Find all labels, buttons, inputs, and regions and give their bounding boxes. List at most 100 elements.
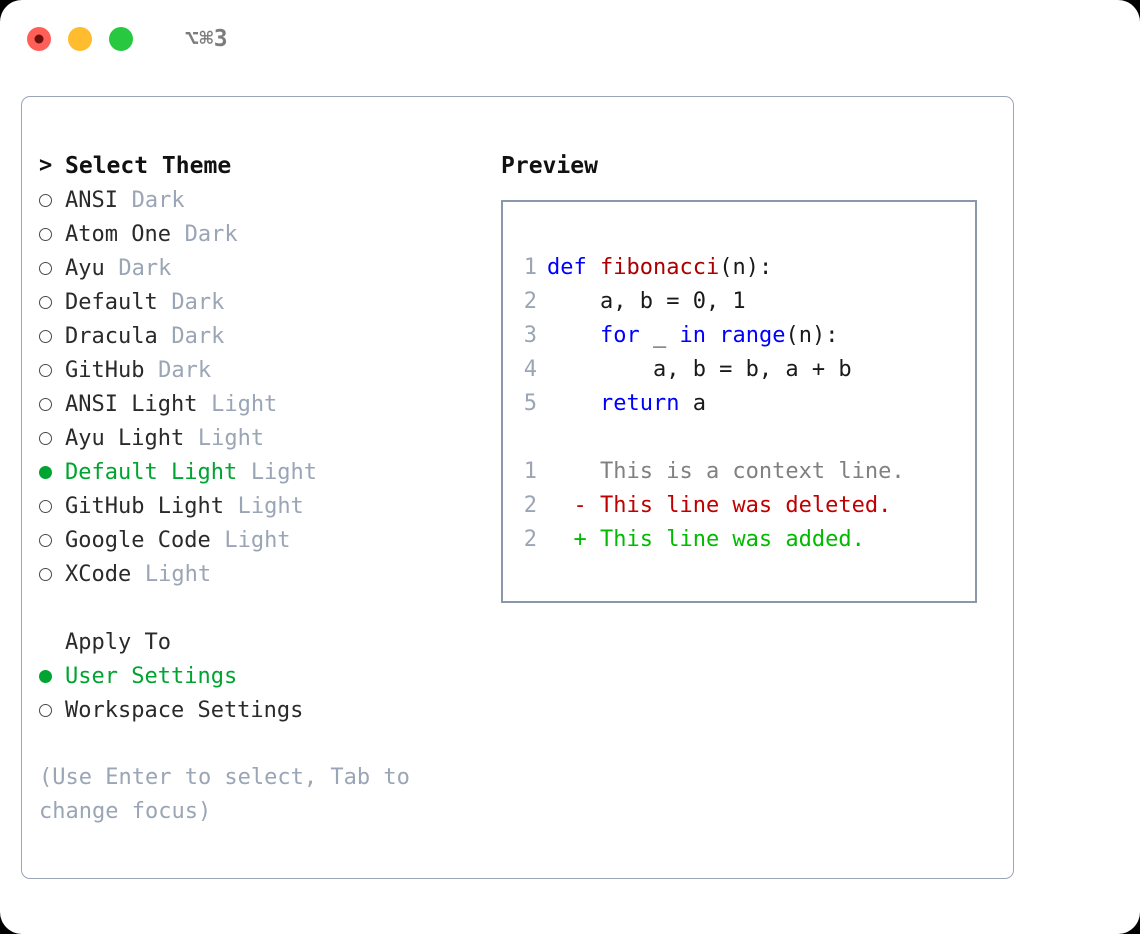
theme-list-item[interactable]: GitHub Dark bbox=[39, 353, 499, 387]
theme-name-label: XCode bbox=[65, 561, 132, 587]
radio-unselected-icon bbox=[39, 529, 65, 551]
radio-bullet bbox=[39, 534, 52, 547]
theme-variant-label: Light bbox=[237, 493, 304, 519]
theme-variant-label: Dark bbox=[171, 323, 225, 349]
select-theme-header-label: Select Theme bbox=[65, 153, 232, 179]
apply-to-label: User Settings bbox=[65, 663, 238, 689]
code-line-text: a, b = b, a + b bbox=[547, 357, 852, 382]
theme-variant-label: Dark bbox=[131, 187, 185, 213]
close-button[interactable] bbox=[27, 27, 51, 51]
theme-variant-label: Dark bbox=[171, 289, 225, 315]
code-token bbox=[547, 323, 600, 348]
line-number: 1 bbox=[523, 254, 537, 280]
code-token: fibonacci bbox=[600, 254, 720, 280]
code-token bbox=[706, 323, 719, 348]
minimize-button[interactable] bbox=[68, 27, 92, 51]
line-number: 1 bbox=[523, 458, 537, 484]
theme-name-label: ANSI bbox=[65, 187, 118, 213]
line-number: 2 bbox=[523, 492, 537, 518]
diff-line: 2 + This line was added. bbox=[503, 522, 975, 556]
diff-line: 2 - This line was deleted. bbox=[503, 488, 975, 522]
radio-bullet bbox=[39, 466, 52, 479]
theme-name-label: Dracula bbox=[65, 323, 158, 349]
theme-list-item[interactable]: Dracula Dark bbox=[39, 319, 499, 353]
radio-bullet bbox=[39, 398, 52, 411]
radio-selected-icon bbox=[39, 461, 65, 483]
radio-bullet bbox=[39, 568, 52, 581]
theme-variant-label: Dark bbox=[184, 221, 238, 247]
apply-to-item[interactable]: User Settings bbox=[39, 659, 499, 693]
theme-list-item[interactable]: Atom One Dark bbox=[39, 217, 499, 251]
theme-list-item[interactable]: ANSI Light Light bbox=[39, 387, 499, 421]
theme-variant-label: Light bbox=[197, 425, 265, 451]
theme-list-item[interactable]: Default Light Light bbox=[39, 455, 499, 489]
radio-bullet bbox=[39, 194, 52, 207]
code-token: for bbox=[599, 322, 640, 348]
code-line: 4 a, b = b, a + b bbox=[503, 352, 975, 386]
maximize-button[interactable] bbox=[109, 27, 133, 51]
diff-sample: 1 This is a context line. 2 - This line w… bbox=[503, 454, 975, 556]
radio-bullet bbox=[39, 296, 52, 309]
theme-variant-label: Light bbox=[224, 527, 291, 553]
theme-name-label: Atom One bbox=[65, 221, 171, 247]
list-spacer bbox=[39, 591, 499, 625]
code-line: 3 for _ in range(n): bbox=[503, 318, 975, 352]
radio-unselected-icon bbox=[39, 325, 65, 347]
theme-name-label: ANSI Light bbox=[65, 391, 198, 417]
code-token: in bbox=[679, 322, 706, 348]
theme-list-item[interactable]: ANSI Dark bbox=[39, 183, 499, 217]
code-token: a bbox=[679, 390, 706, 416]
radio-bullet bbox=[39, 228, 52, 241]
code-line-text: def fibonacci(n): bbox=[547, 255, 772, 280]
theme-name-label: Default Light bbox=[65, 459, 238, 485]
code-token: (n): bbox=[785, 322, 839, 348]
theme-variant-label: Light bbox=[211, 391, 278, 417]
code-diff-separator bbox=[503, 420, 975, 454]
apply-to-label: Workspace Settings bbox=[65, 697, 304, 723]
diff-line-text: - This line was deleted. bbox=[547, 492, 892, 518]
code-line: 2 a, b = 0, 1 bbox=[503, 284, 975, 318]
radio-unselected-icon bbox=[39, 427, 65, 449]
radio-unselected-icon bbox=[39, 359, 65, 381]
theme-variant-label: Dark bbox=[158, 357, 212, 383]
line-number: 3 bbox=[523, 322, 537, 348]
code-line: 1 def fibonacci(n): bbox=[503, 250, 975, 284]
radio-bullet bbox=[39, 330, 52, 343]
theme-variant-label: Light bbox=[250, 459, 318, 485]
code-line-text: for _ in range(n): bbox=[547, 323, 838, 348]
diff-line-text: This is a context line. bbox=[547, 458, 905, 484]
radio-bullet bbox=[39, 704, 52, 717]
code-token: _ bbox=[639, 322, 680, 348]
radio-unselected-icon bbox=[39, 699, 65, 721]
radio-selected-icon bbox=[39, 665, 65, 687]
code-token: (n): bbox=[719, 254, 773, 280]
code-line: 5 return a bbox=[503, 386, 975, 420]
line-number: 2 bbox=[523, 288, 537, 314]
radio-bullet bbox=[39, 262, 52, 275]
code-token: range bbox=[719, 322, 786, 348]
preview-title: Preview bbox=[501, 153, 598, 179]
radio-unselected-icon bbox=[39, 291, 65, 313]
theme-name-label: Google Code bbox=[65, 527, 211, 553]
window-controls bbox=[27, 27, 133, 51]
keyboard-hint-text: (Use Enter to select, Tab to change focu… bbox=[39, 765, 424, 824]
radio-unselected-icon bbox=[39, 495, 65, 517]
apply-to-item[interactable]: Workspace Settings bbox=[39, 693, 499, 727]
theme-name-label: Ayu bbox=[65, 255, 105, 281]
radio-unselected-icon bbox=[39, 189, 65, 211]
code-line-text: a, b = 0, 1 bbox=[547, 289, 746, 314]
apply-to-header-label: Apply To bbox=[65, 629, 171, 655]
line-number: 2 bbox=[523, 526, 537, 552]
theme-name-label: GitHub bbox=[65, 357, 145, 383]
theme-list-item[interactable]: Google Code Light bbox=[39, 523, 499, 557]
radio-unselected-icon bbox=[39, 393, 65, 415]
